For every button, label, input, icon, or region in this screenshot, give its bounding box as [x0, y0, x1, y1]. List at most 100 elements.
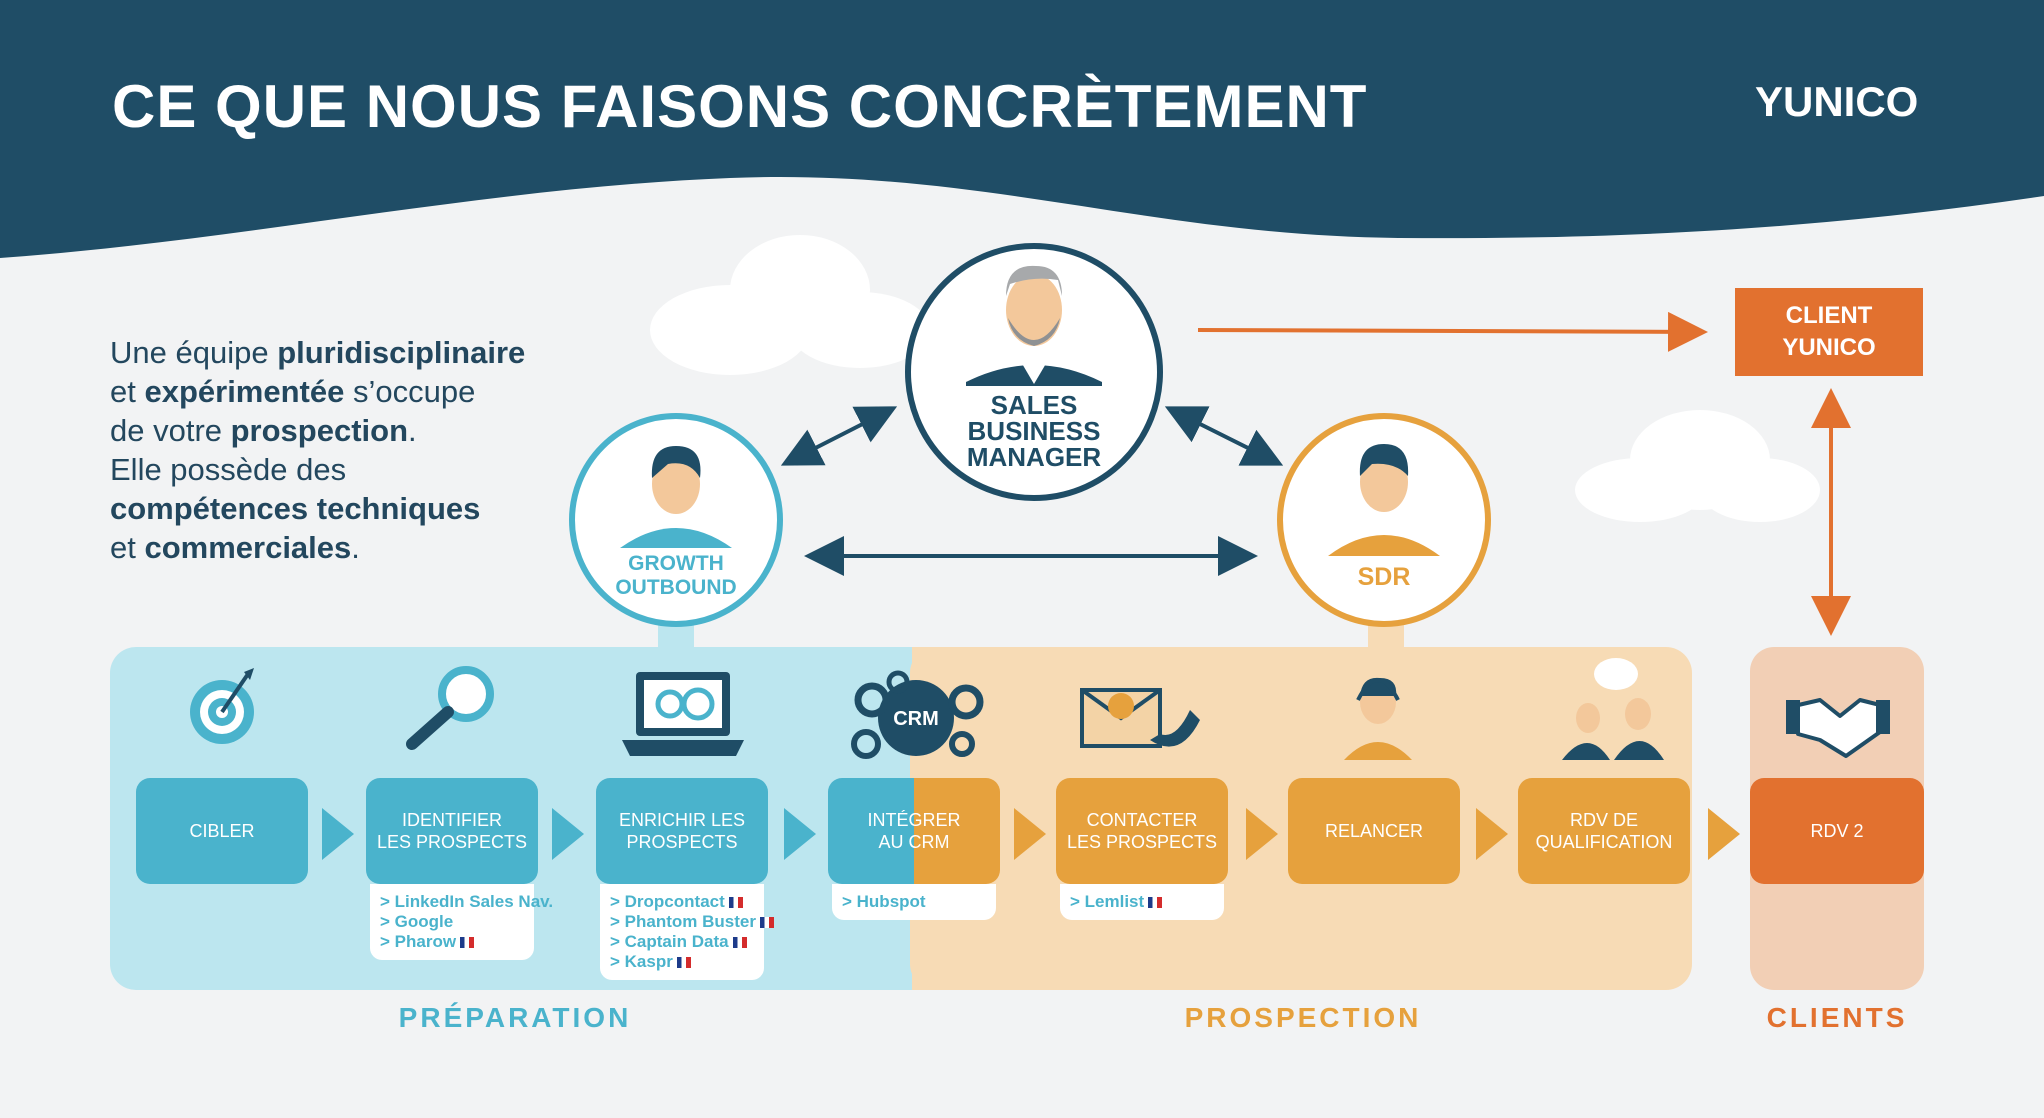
step-label: RDV DE QUALIFICATION — [1535, 810, 1673, 852]
step-8: RDV 2 — [1750, 778, 1924, 884]
step-3: ENRICHIR LES PROSPECTS — [596, 778, 768, 884]
meeting-people-icon — [1562, 658, 1664, 760]
tool-item: > Google — [380, 912, 534, 932]
intro-text: s’occupe — [344, 374, 476, 409]
manager-person-icon — [966, 265, 1102, 386]
intro-text: . — [408, 413, 417, 448]
client-yunico-box: CLIENT YUNICO — [1735, 288, 1923, 376]
growth-outbound-node — [569, 413, 783, 627]
tool-item: > Phantom Buster — [610, 912, 774, 932]
intro-line: compétences techniques — [110, 489, 630, 528]
tool-name: > Hubspot — [842, 892, 926, 911]
growth-label-line: GROWTH — [628, 552, 724, 575]
intro-line: Elle possède des — [110, 450, 630, 489]
client-label-line: CLIENT — [1785, 302, 1873, 329]
intro-bold-text: commerciales — [144, 530, 352, 565]
sdr-label: SDR — [1324, 564, 1444, 590]
intro-bold-text: pluridisciplinaire — [277, 335, 526, 370]
step-label: INTÉGRER AU CRM — [867, 810, 961, 852]
clouds — [650, 235, 1820, 522]
intro-line: et expérimentée s’occupe — [110, 372, 630, 411]
french-flag-icon — [460, 937, 475, 948]
intro-line: et commerciales. — [110, 528, 630, 567]
step-2: IDENTIFIER LES PROSPECTS — [366, 778, 538, 884]
crm-icon-label: CRM — [893, 708, 939, 730]
growth-label-line: OUTBOUND — [615, 576, 737, 599]
step-5: CONTACTER LES PROSPECTS — [1056, 778, 1228, 884]
tool-name: > LinkedIn Sales Nav. — [380, 892, 554, 911]
step-label: CONTACTER LES PROSPECTS — [1066, 810, 1218, 852]
french-flag-icon — [1148, 897, 1163, 908]
sdr-node — [1277, 413, 1491, 627]
logo-text: YUNICO — [1755, 78, 1919, 125]
step-tools-list: > Dropcontact> Phantom Buster> Captain D… — [600, 884, 774, 980]
tool-item: > Hubspot — [842, 892, 996, 912]
tool-name: > Phantom Buster — [610, 912, 756, 931]
intro-text: Elle possède des — [110, 452, 347, 487]
step-label: IDENTIFIER LES PROSPECTS — [376, 810, 528, 852]
mail-phone-icon — [1080, 688, 1200, 748]
step-tools-list: > LinkedIn Sales Nav.> Google> Pharow — [370, 884, 553, 960]
step-tools-list: > Hubspot — [832, 884, 996, 920]
tool-item: > Captain Data — [610, 932, 764, 952]
manager-label-line: BUSINESS — [967, 416, 1101, 446]
tool-name: > Kaspr — [610, 952, 673, 971]
french-flag-icon — [676, 957, 691, 968]
tool-item: > Kaspr — [610, 952, 764, 972]
tool-item: > Lemlist — [1070, 892, 1224, 912]
french-flag-icon — [759, 917, 774, 928]
tool-name: > Lemlist — [1070, 892, 1145, 911]
tool-item: > Dropcontact — [610, 892, 764, 912]
step-7: RDV DE QUALIFICATION — [1518, 778, 1690, 884]
step-label: ENRICHIR LES PROSPECTS — [618, 810, 746, 852]
intro-line: Une équipe pluridisciplinaire — [110, 333, 630, 372]
sdr-person-icon — [1328, 444, 1440, 556]
manager-label-line: MANAGER — [966, 442, 1102, 472]
tool-name: > Pharow — [380, 932, 457, 951]
intro-text: et — [110, 530, 145, 565]
step-6: RELANCER — [1288, 778, 1460, 884]
headset-agent-icon — [1344, 677, 1412, 760]
step-label: CIBLER — [189, 821, 255, 841]
client-label-line: YUNICO — [1782, 334, 1876, 361]
intro-bold-text: prospection — [230, 413, 409, 448]
sales-business-manager-node — [905, 243, 1163, 501]
tool-item: > LinkedIn Sales Nav. — [380, 892, 553, 912]
yunico-logo: YUNICO — [1755, 78, 1918, 126]
magnifier-icon — [406, 666, 494, 750]
phase-preparation: PRÉPARATION — [398, 1002, 632, 1033]
phase-clients: CLIENTS — [1766, 1002, 1908, 1033]
header-banner — [0, 0, 2044, 258]
tool-name: > Google — [380, 912, 454, 931]
intro-text: et — [110, 374, 145, 409]
intro-bold-text: expérimentée — [144, 374, 345, 409]
intro-text: . — [351, 530, 360, 565]
intro-text: Une équipe — [110, 335, 278, 370]
sdr-label-line: SDR — [1357, 563, 1411, 591]
growth-person-icon — [620, 446, 732, 548]
tool-item: > Pharow — [380, 932, 534, 952]
crm-gears-icon — [851, 670, 984, 759]
step-4: INTÉGRER AU CRM — [828, 778, 1000, 884]
intro-line: de votre prospection. — [110, 411, 630, 450]
intro-text: de votre — [110, 413, 231, 448]
intro-bold-text: compétences techniques — [110, 491, 481, 526]
french-flag-icon — [728, 897, 743, 908]
tool-name: > Dropcontact — [610, 892, 725, 911]
manager-label-line: SALES — [990, 390, 1078, 420]
target-icon — [190, 668, 254, 744]
step-chevrons — [322, 808, 1740, 860]
page-title: CE QUE NOUS FAISONS CONCRÈTEMENT — [112, 73, 1368, 140]
french-flag-icon — [732, 937, 747, 948]
phase-prospection: PROSPECTION — [1184, 1002, 1422, 1033]
laptop-gears-icon — [622, 672, 744, 756]
handshake-icon — [1786, 698, 1890, 758]
step-label: RDV 2 — [1810, 821, 1864, 841]
step-label: RELANCER — [1324, 821, 1424, 841]
tool-name: > Captain Data — [610, 932, 729, 951]
step-tools-list: > Lemlist — [1060, 884, 1224, 920]
